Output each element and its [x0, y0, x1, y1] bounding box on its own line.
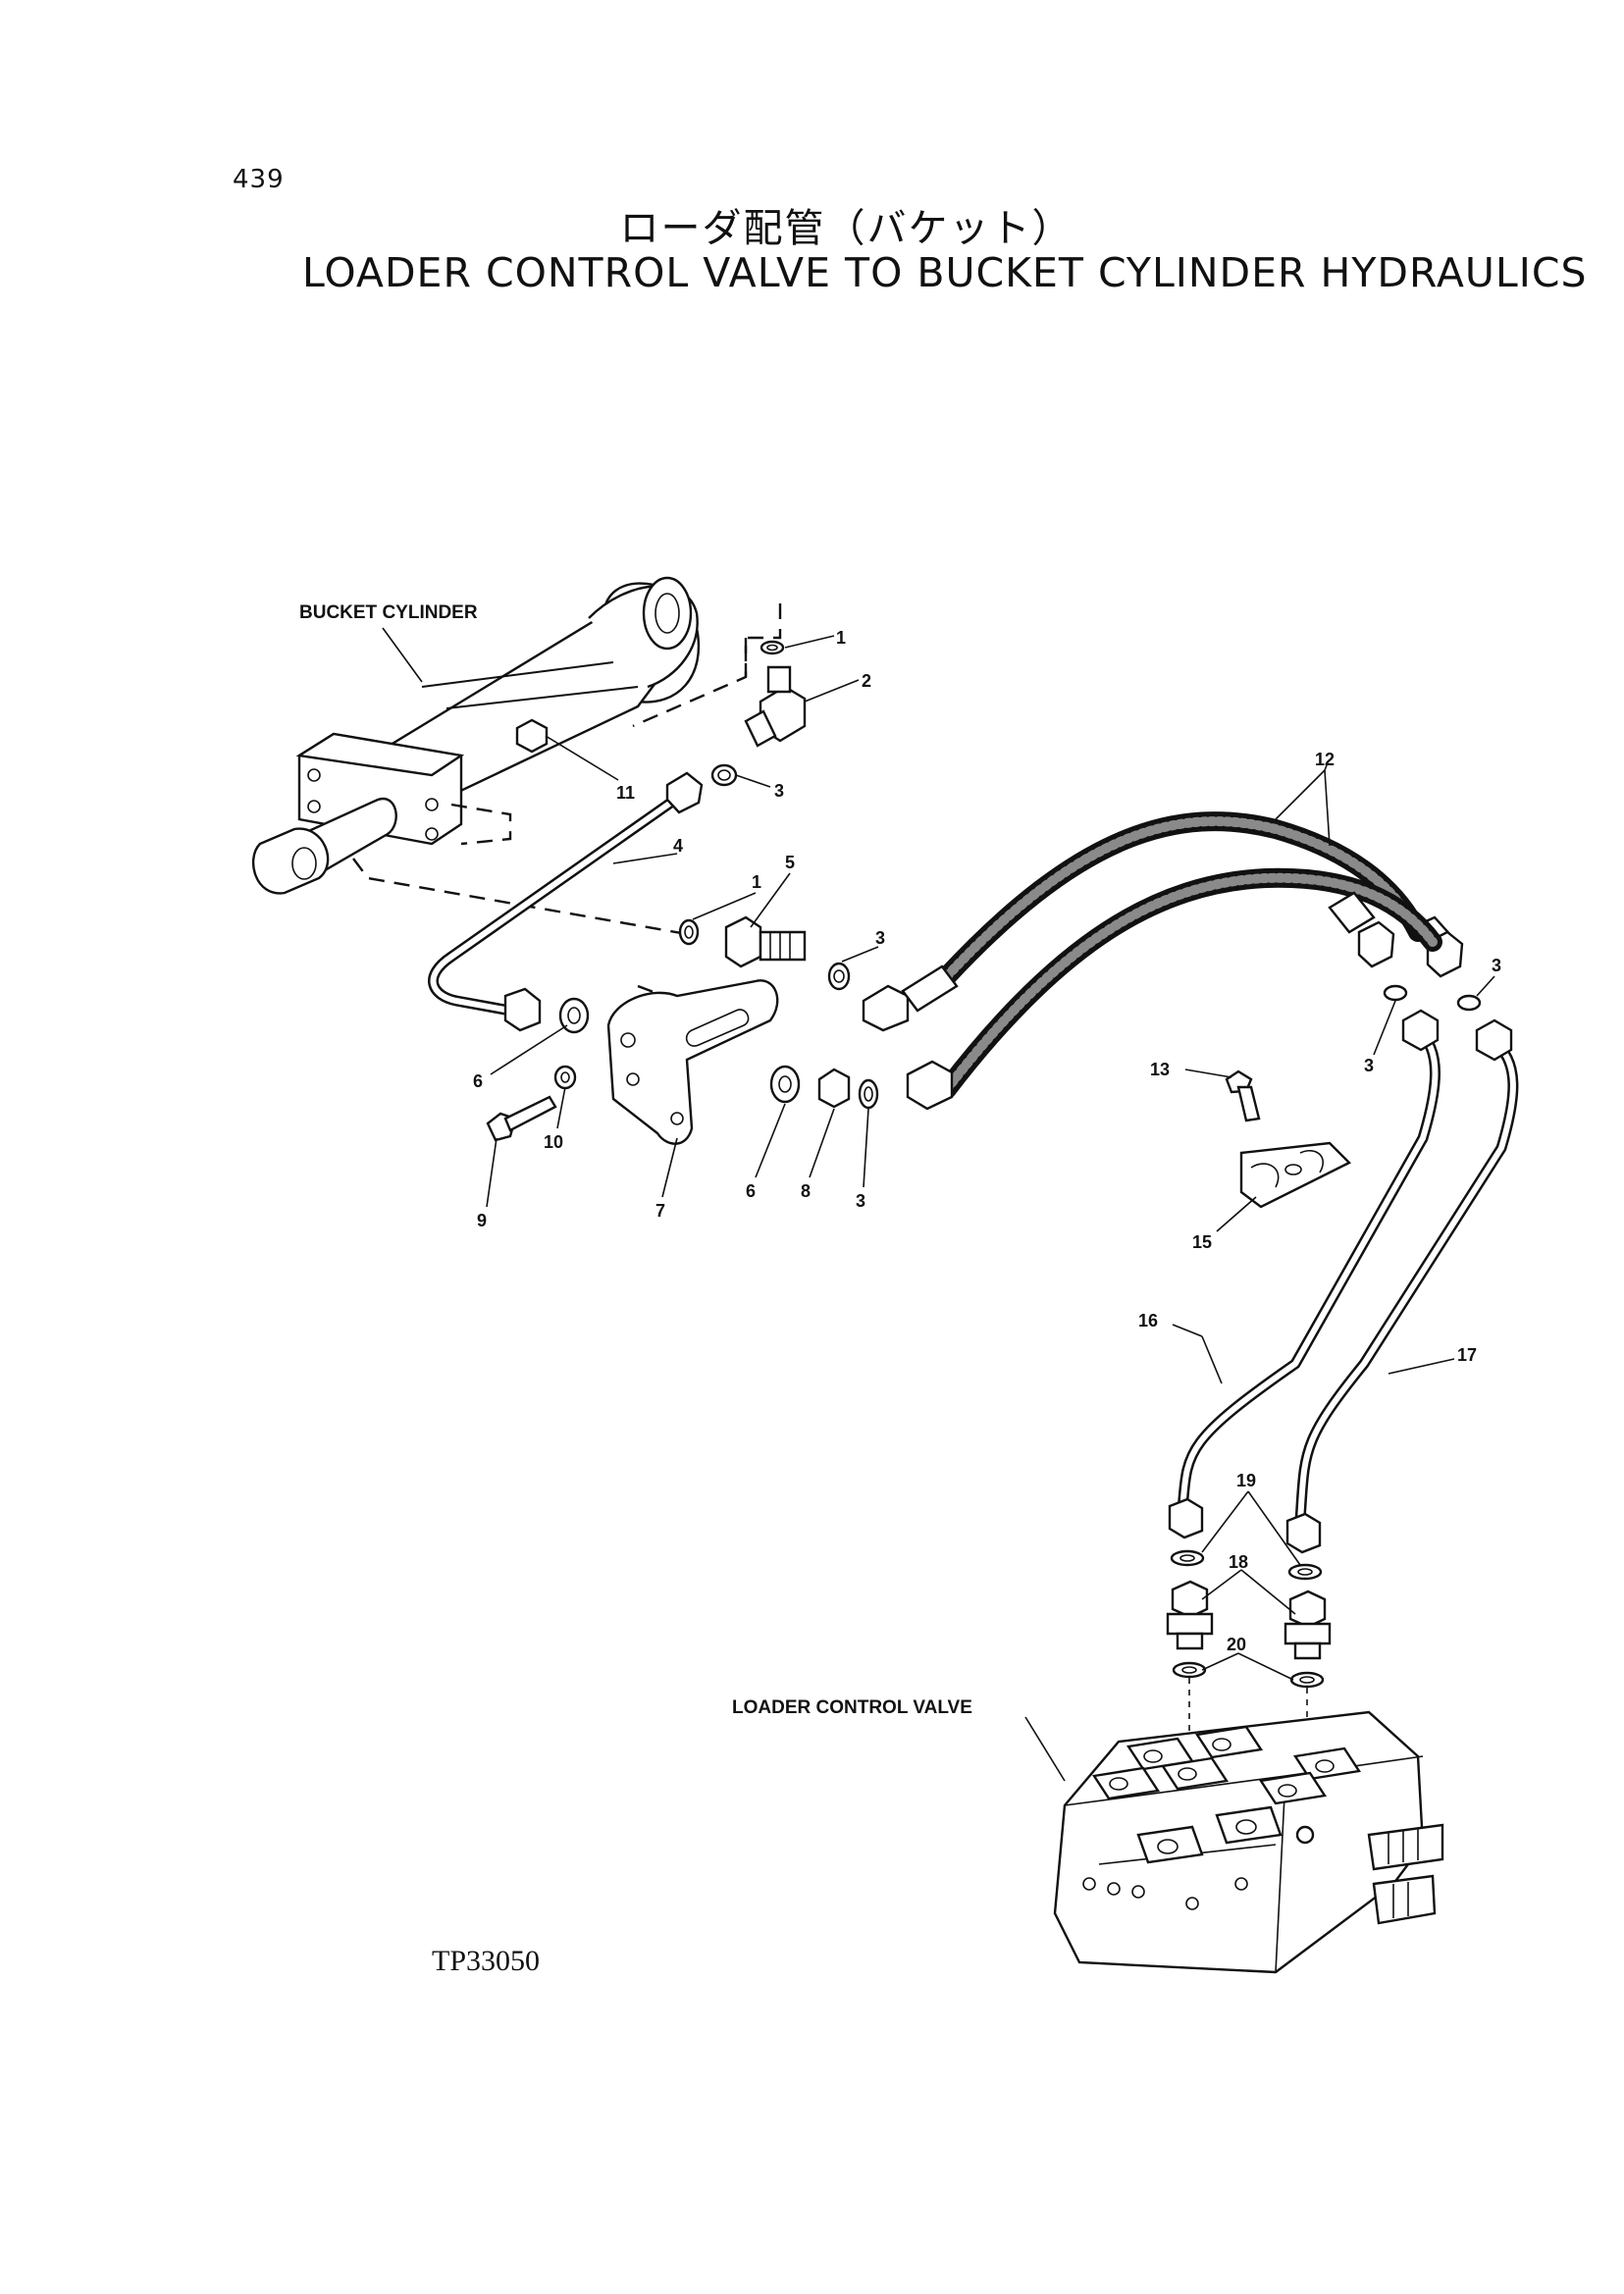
o-ring-3-right-b [1456, 994, 1482, 1012]
label-loader-control-valve: LOADER CONTROL VALVE [732, 1697, 972, 1718]
hose-12-lower [906, 867, 1442, 1111]
washer-10 [553, 1065, 577, 1090]
figure-code: TP33050 [432, 1945, 541, 1977]
clamp-15 [1239, 1141, 1352, 1209]
bucket-cylinder [251, 576, 701, 895]
fitting-18-right [1283, 1590, 1332, 1660]
page-number: 439 [233, 165, 285, 194]
callout-1-top: 1 [836, 628, 846, 648]
callout-12: 12 [1315, 750, 1335, 769]
callout-16: 16 [1138, 1311, 1158, 1330]
o-ring-20-left [1172, 1661, 1207, 1679]
pipe-4 [428, 771, 704, 1032]
title-japanese: ローダ配管（バケット） [619, 206, 1074, 251]
spacer-6-right [769, 1065, 801, 1104]
bolt-13 [1225, 1069, 1261, 1122]
elbow-fitting-2 [744, 665, 807, 748]
o-ring-3-top [710, 763, 738, 787]
callout-4: 4 [673, 836, 683, 856]
adapter-fitting-5 [724, 915, 807, 968]
callout-9: 9 [477, 1211, 487, 1230]
o-ring-1-mid [678, 918, 700, 946]
callout-7: 7 [655, 1201, 665, 1221]
pipe-17 [1285, 1018, 1519, 1554]
bracket-7 [606, 979, 779, 1145]
fitting-18-left [1166, 1580, 1214, 1650]
callout-3-mid: 3 [875, 928, 885, 948]
callout-18: 18 [1229, 1552, 1248, 1572]
o-ring-3-mid [827, 962, 851, 991]
label-bucket-cylinder: BUCKET CYLINDER [299, 602, 478, 623]
callout-3-right-b: 3 [1492, 956, 1501, 975]
o-ring-1-top [760, 640, 785, 655]
callout-15: 15 [1192, 1232, 1212, 1252]
bolt-9 [486, 1095, 557, 1142]
leader-lines [382, 627, 1495, 1782]
callout-10: 10 [544, 1132, 563, 1152]
o-ring-19-right [1287, 1563, 1323, 1581]
callout-6-left: 6 [473, 1071, 483, 1091]
title-english: LOADER CONTROL VALVE TO BUCKET CYLINDER … [302, 249, 1588, 296]
callout-17: 17 [1457, 1345, 1477, 1365]
o-ring-3-bottom [858, 1078, 879, 1110]
callout-6-right: 6 [746, 1181, 756, 1201]
nut-8 [817, 1068, 851, 1109]
callout-19: 19 [1236, 1471, 1256, 1490]
spacer-6-left [558, 997, 590, 1034]
o-ring-3-right-a [1383, 984, 1408, 1002]
pipe-16 [1168, 1009, 1441, 1539]
loader-control-valve [1053, 1710, 1444, 1974]
callout-2: 2 [862, 671, 871, 691]
callout-1-mid: 1 [752, 872, 761, 892]
callout-8: 8 [801, 1181, 811, 1201]
callout-11: 11 [616, 783, 635, 803]
callout-5: 5 [785, 853, 795, 872]
callout-3-bottom: 3 [856, 1191, 865, 1211]
callout-13: 13 [1150, 1060, 1170, 1079]
callout-3-right-a: 3 [1364, 1056, 1374, 1075]
o-ring-20-right [1289, 1671, 1325, 1689]
callout-3-top: 3 [774, 781, 784, 801]
o-ring-19-left [1170, 1549, 1205, 1567]
callout-20: 20 [1227, 1635, 1246, 1654]
